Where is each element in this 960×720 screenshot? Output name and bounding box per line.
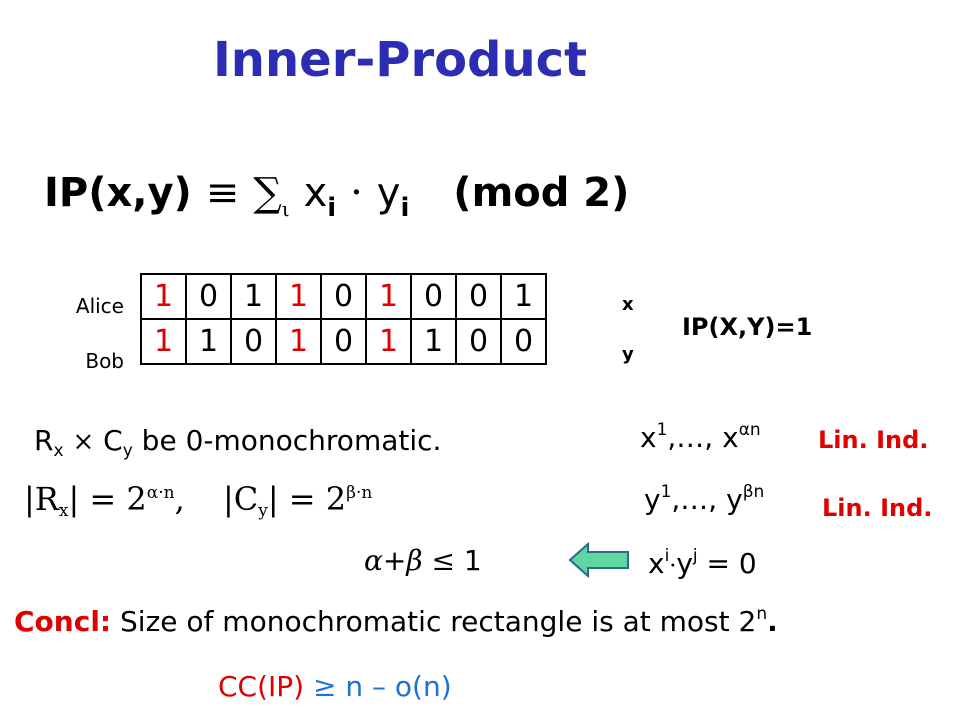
equiv-symbol: ≡ [205,170,240,216]
alice-bit: 1 [275,273,322,320]
bob-bit: 0 [500,318,547,365]
alice-bit: 0 [455,273,502,320]
rectangle-sizes: |Rx| = 2α·n, |Cy| = 2β·n [24,480,373,521]
bob-row: 1 1 0 1 0 1 1 0 0 [140,318,547,365]
conclusion-label: Concl: [14,605,112,638]
alice-var-x: x [622,294,634,315]
alice-bit: 1 [230,273,277,320]
alice-bit: 0 [410,273,457,320]
conclusion: Concl: Size of monochromatic rectangle i… [14,604,778,638]
communication-complexity-bound: CC(IP) ≥ n – o(n) [218,670,452,703]
dot-symbol: · [350,170,363,216]
bob-bit: 1 [410,318,457,365]
alice-bit: 1 [500,273,547,320]
x-vectors: x1,…, xαn [640,420,761,454]
bob-var-y: y [622,344,634,365]
page-title: Inner-Product [212,32,588,88]
bob-bit: 0 [320,318,367,365]
bob-bit: 1 [275,318,322,365]
alice-bit: 0 [320,273,367,320]
sum-index: ι [281,197,290,221]
alice-bit: 1 [140,273,187,320]
formula-x: x [303,170,328,216]
bob-label: Bob [85,349,124,373]
formula-y-sub: i [400,193,410,223]
formula-x-sub: i [327,193,337,223]
bits-table: 1 0 1 1 0 1 0 0 1 1 1 0 1 0 1 1 0 0 [140,273,547,365]
formula-lhs: IP(x,y) [44,170,192,216]
formula-mod: (mod 2) [453,170,630,216]
sum-symbol: ∑ [253,170,282,216]
ip-formula: IP(x,y) ≡ ∑ι xi · yi (mod 2) [44,170,629,223]
formula-y: y [376,170,401,216]
bob-bit: 1 [365,318,412,365]
alice-row: 1 0 1 1 0 1 0 0 1 [140,273,547,320]
bob-bit: 1 [140,318,187,365]
bob-bit: 0 [455,318,502,365]
alice-bit: 0 [185,273,232,320]
lin-ind-label-2: Lin. Ind. [822,494,933,522]
left-arrow-icon [568,541,629,579]
bob-bit: 1 [185,318,232,365]
bob-bit: 0 [230,318,277,365]
lin-ind-label-1: Lin. Ind. [818,426,929,454]
ip-result: IP(X,Y)=1 [682,313,813,341]
y-vectors: y1,…, yβn [644,482,765,516]
alice-label: Alice [75,294,124,318]
orthogonality: xi·yj = 0 [648,546,757,580]
alpha-beta-bound: α+β ≤ 1 [364,544,482,577]
conclusion-text: Size of monochromatic rectangle is at mo… [120,605,757,638]
alice-bit: 1 [365,273,412,320]
rectangle-statement: Rx × Cy be 0-monochromatic. [34,424,442,461]
